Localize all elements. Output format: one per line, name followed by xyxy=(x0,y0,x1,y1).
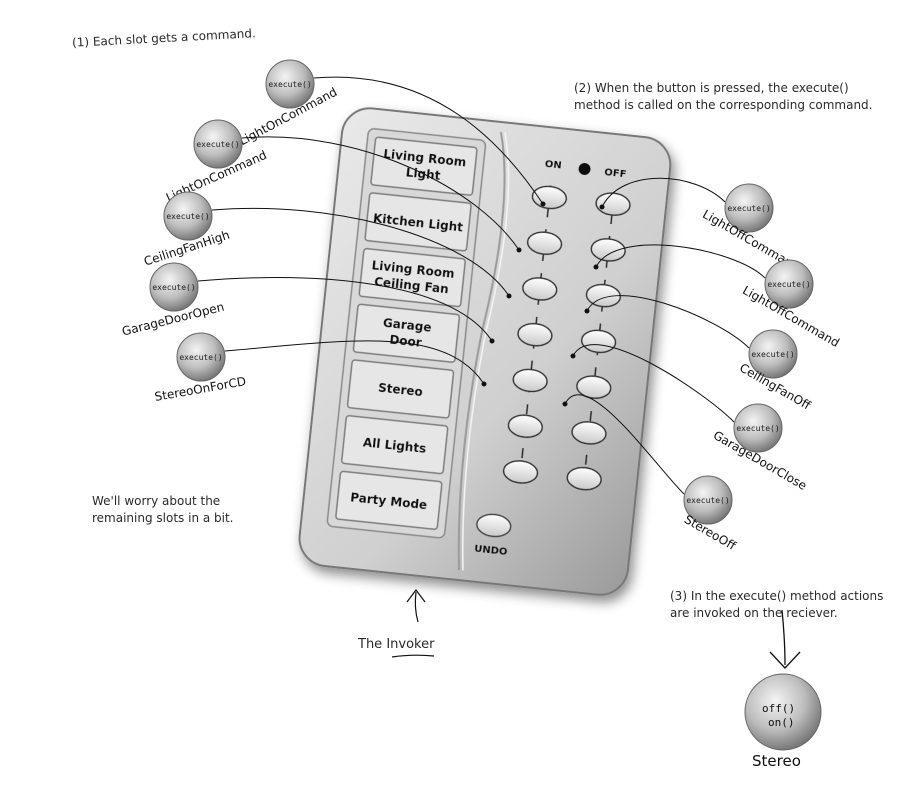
receiver-method-off: off() xyxy=(762,702,795,715)
receiver-method-on: on() xyxy=(768,716,795,729)
off-command-method: execute() xyxy=(727,204,770,213)
off-command-method: execute() xyxy=(767,280,810,289)
receiver-name: Stereo xyxy=(752,752,801,770)
indicator-light xyxy=(578,162,591,175)
off-button-3[interactable] xyxy=(585,283,622,308)
slot-label-box xyxy=(364,192,472,252)
step2-line2: method is called on the corresponding co… xyxy=(574,98,873,112)
on-connector-4 xyxy=(197,277,493,342)
remaining-line1: We'll worry about the xyxy=(92,494,221,508)
on-command-method: execute() xyxy=(152,283,195,292)
connector-dot xyxy=(593,264,599,270)
connector-dot xyxy=(516,247,522,253)
connector-dot xyxy=(570,353,576,359)
slot-label-line2: Door xyxy=(389,333,423,350)
on-command-1 xyxy=(265,59,315,109)
on-command-method: execute() xyxy=(196,140,239,149)
slot-label-line1: Stereo xyxy=(377,381,423,400)
connector-dot xyxy=(481,381,487,387)
remaining-line2: remaining slots in a bit. xyxy=(92,511,234,525)
step3-line1: (3) In the execute() method actions xyxy=(670,589,884,603)
off-button-2[interactable] xyxy=(590,237,626,262)
on-command-4 xyxy=(149,262,199,312)
on-button-2[interactable] xyxy=(526,230,563,256)
step2-note: (2) When the button is pressed, the exec… xyxy=(574,80,873,114)
invoker-arrow-head xyxy=(406,589,426,603)
off-button-4[interactable] xyxy=(580,329,617,354)
step3-line2: are invoked on the reciever. xyxy=(670,606,838,620)
off-command-4 xyxy=(733,403,783,453)
off-connector-3 xyxy=(586,295,750,349)
on-connector-5 xyxy=(224,340,485,385)
slot-label-box xyxy=(358,247,466,308)
invoker-prefix: The xyxy=(358,637,387,652)
off-command-5 xyxy=(683,475,733,525)
off-connector-5 xyxy=(564,394,685,495)
step2-line1: (2) When the button is pressed, the exec… xyxy=(574,81,849,95)
on-command-2 xyxy=(193,119,243,169)
undo-label: UNDO xyxy=(474,544,508,558)
off-label: OFF xyxy=(604,167,627,180)
connector-dot xyxy=(489,338,495,344)
on-button-7[interactable] xyxy=(502,459,539,484)
off-command-3 xyxy=(748,329,798,379)
off-connector-1 xyxy=(601,177,726,208)
on-button-6[interactable] xyxy=(507,413,544,439)
slot-label-box xyxy=(346,359,455,419)
on-label: ON xyxy=(544,159,562,172)
on-command-3 xyxy=(163,191,213,241)
step3-note: (3) In the execute() method actions are … xyxy=(670,588,883,622)
off-command-method: execute() xyxy=(686,496,729,505)
invoker-word: Invoker xyxy=(386,637,435,652)
invoker-note: The Invoker xyxy=(358,636,434,653)
slot-label-box xyxy=(335,470,443,530)
on-button-5[interactable] xyxy=(512,368,548,393)
connector-dot xyxy=(540,201,546,207)
connector-dot xyxy=(562,401,568,407)
off-connector-2 xyxy=(595,244,766,279)
on-connector-3 xyxy=(211,207,510,297)
invoker-underline xyxy=(391,654,435,658)
on-connector-2 xyxy=(241,136,520,251)
receiver-arrow xyxy=(781,609,786,666)
on-command-method: execute() xyxy=(268,80,311,89)
on-button-3[interactable] xyxy=(522,276,558,301)
invoker-arrow xyxy=(414,591,419,623)
off-connector-4 xyxy=(572,344,735,423)
off-command-method: execute() xyxy=(751,350,794,359)
off-command-1 xyxy=(724,183,774,233)
slot-label-line1: All Lights xyxy=(362,435,427,456)
slot-label-box xyxy=(352,303,461,363)
off-button-7[interactable] xyxy=(566,466,602,491)
connector-dot xyxy=(584,308,590,314)
on-command-method: execute() xyxy=(166,212,209,221)
on-command-5 xyxy=(176,332,226,382)
off-command-2 xyxy=(764,259,814,309)
off-button-5[interactable] xyxy=(576,374,612,399)
slot-label-line1: Garage xyxy=(382,316,432,335)
slot-label-box xyxy=(341,414,449,475)
connector-dot xyxy=(506,293,512,299)
connector-dot xyxy=(599,204,605,210)
off-button-6[interactable] xyxy=(571,420,607,445)
receiver-arrow-head xyxy=(769,651,801,669)
receiver-stereo xyxy=(744,673,822,751)
on-command-method: execute() xyxy=(179,353,222,362)
undo-button[interactable] xyxy=(476,513,512,538)
off-button-1[interactable] xyxy=(595,191,631,216)
on-connector-1 xyxy=(313,76,544,205)
on-button-4[interactable] xyxy=(517,322,553,347)
slot-label-box xyxy=(370,136,478,196)
off-command-method: execute() xyxy=(736,424,779,433)
remaining-note: We'll worry about the remaining slots in… xyxy=(92,493,234,527)
